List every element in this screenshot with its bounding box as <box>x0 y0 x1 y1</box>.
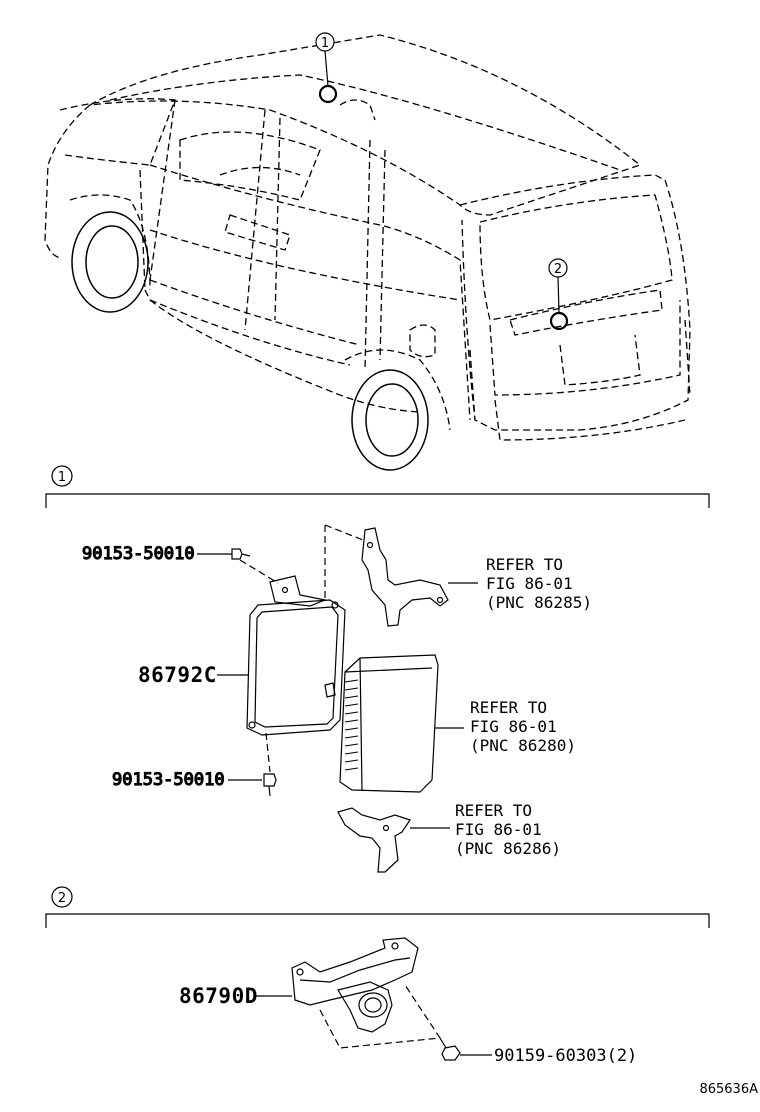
screw <box>439 1037 492 1061</box>
ref-3-line-1: REFER TO <box>455 801 532 820</box>
ref-3-line-3: (PNC 86286) <box>455 839 561 858</box>
ecu-module <box>339 654 464 793</box>
rear-wheel-inner <box>365 383 419 457</box>
ref-2-line-1: REFER TO <box>470 698 547 717</box>
marker-1-label: 1 <box>321 36 329 51</box>
ref-2-line-2: FIG 86-01 <box>470 717 557 736</box>
control-unit-part-number: 86792C <box>138 663 217 687</box>
vehicle-wheels <box>71 211 429 471</box>
figure-code: 865636A <box>699 1082 758 1097</box>
bolt-bottom: 90153-50010 <box>111 769 277 797</box>
section-2-number: 2 <box>58 891 66 906</box>
bolt-bottom-part-number: 90153-50010 <box>112 770 225 790</box>
screw-part-number: 90159-60303(2) <box>494 1046 637 1066</box>
marker-1-point <box>318 84 338 104</box>
section-1-number: 1 <box>58 470 66 485</box>
ref-1-line-3: (PNC 86285) <box>486 593 592 612</box>
ref-3-line-2: FIG 86-01 <box>455 820 542 839</box>
section-2-header: 2 <box>45 886 710 928</box>
marker-2: 2 <box>548 258 569 331</box>
rear-wheel-outer <box>351 369 429 471</box>
bolt-top: 90153-50010 <box>81 543 251 565</box>
marker-1: 1 <box>315 32 338 104</box>
bracket-upper <box>324 524 478 627</box>
marker-2-label: 2 <box>554 262 562 277</box>
bolt-top-part-number: 90153-50010 <box>82 544 195 564</box>
ref-1-line-1: REFER TO <box>486 555 563 574</box>
ref-3: REFER TO FIG 86-01 (PNC 86286) <box>455 801 561 858</box>
ref-2-line-3: (PNC 86280) <box>470 736 576 755</box>
camera-part-number: 86790D <box>179 984 258 1008</box>
ecu-fins <box>344 679 359 771</box>
rear-camera <box>256 937 442 1049</box>
ref-1-line-2: FIG 86-01 <box>486 574 573 593</box>
ref-1: REFER TO FIG 86-01 (PNC 86285) <box>486 555 592 612</box>
control-unit <box>217 559 346 773</box>
ref-2: REFER TO FIG 86-01 (PNC 86280) <box>470 698 576 755</box>
bracket-lower <box>337 807 450 873</box>
front-wheel-outer <box>71 211 149 313</box>
marker-2-point <box>549 311 569 331</box>
section-1-header: 1 <box>45 465 710 508</box>
front-wheel-inner <box>85 225 139 299</box>
